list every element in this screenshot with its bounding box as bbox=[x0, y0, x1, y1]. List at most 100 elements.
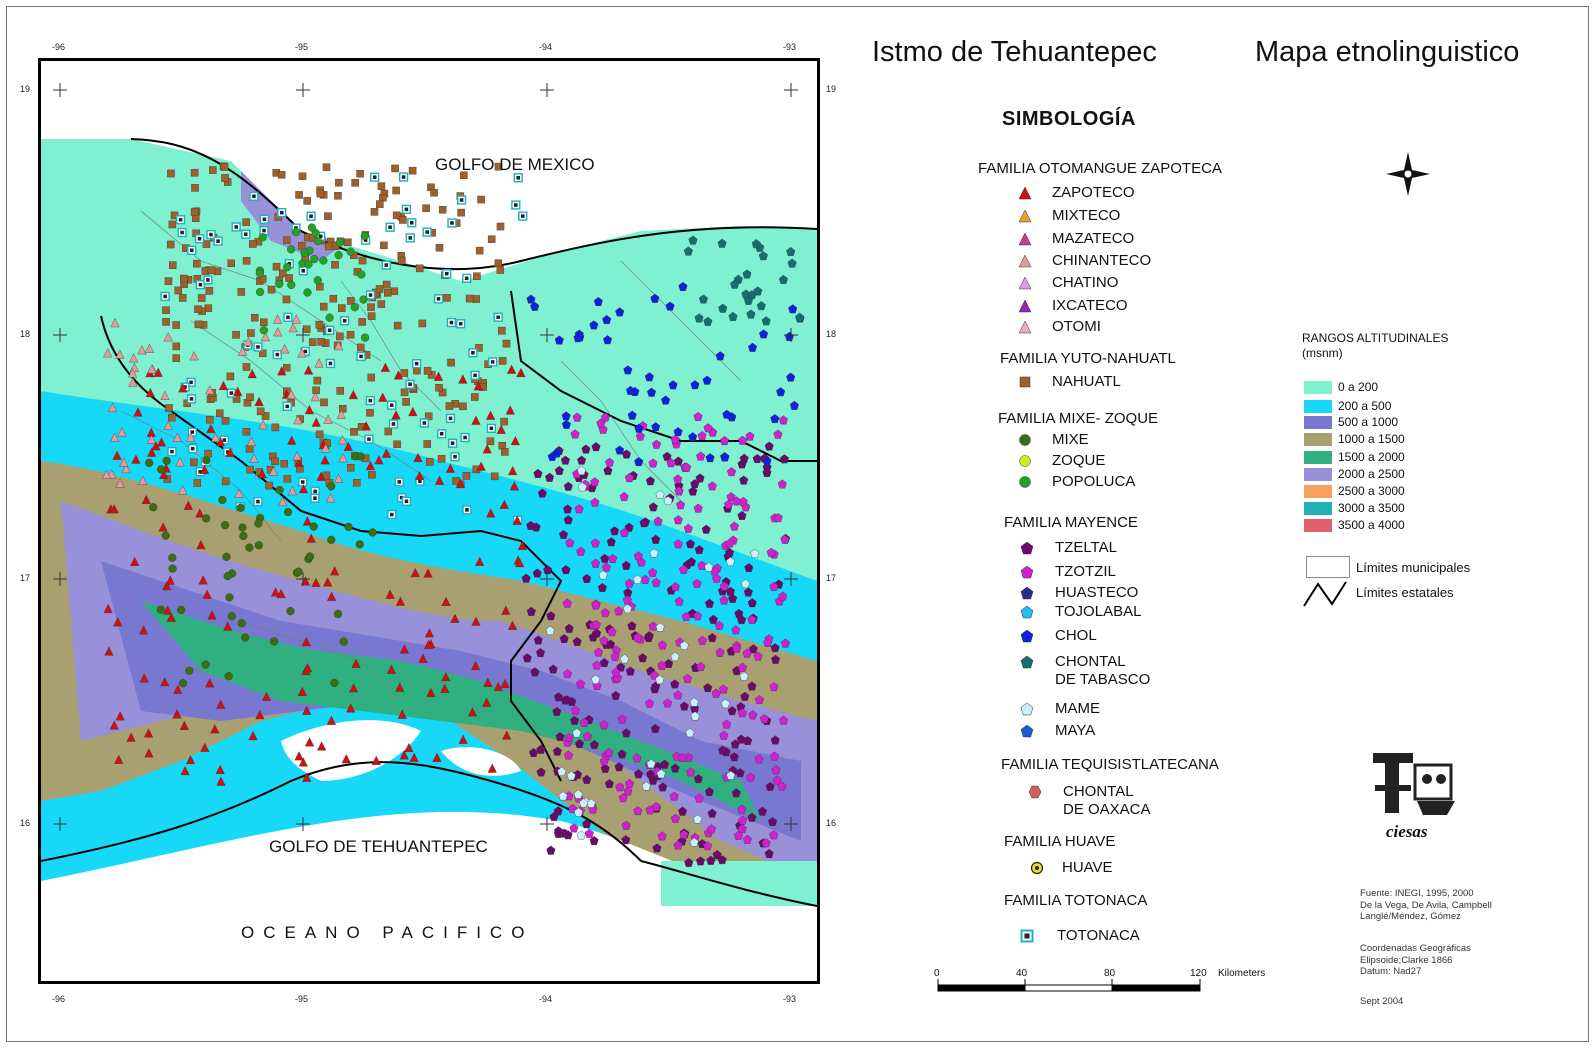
map-language-marker bbox=[216, 409, 224, 418]
map-language-marker bbox=[283, 236, 291, 244]
map-language-marker bbox=[748, 342, 758, 352]
map-language-marker bbox=[379, 194, 387, 202]
map-language-marker bbox=[630, 386, 640, 396]
map-language-marker bbox=[776, 387, 786, 397]
map-language-marker bbox=[399, 750, 409, 760]
map-language-marker bbox=[145, 387, 155, 398]
map-language-marker bbox=[327, 482, 336, 491]
map-language-marker bbox=[558, 791, 568, 801]
altitude-range-label: 2500 a 3000 bbox=[1338, 484, 1405, 498]
map-language-marker bbox=[336, 409, 346, 419]
map-language-marker bbox=[632, 753, 642, 763]
map-language-marker bbox=[651, 422, 661, 432]
map-language-marker bbox=[398, 172, 409, 182]
map-language-marker bbox=[610, 526, 620, 536]
map-language-marker bbox=[533, 635, 543, 645]
map-language-marker bbox=[605, 457, 615, 467]
map-canvas[interactable] bbox=[41, 61, 817, 981]
map-language-marker bbox=[734, 608, 744, 618]
map-language-marker bbox=[536, 744, 546, 754]
map-language-marker bbox=[638, 653, 648, 663]
map-language-marker bbox=[138, 475, 148, 485]
map-language-marker bbox=[144, 748, 154, 758]
map-language-marker bbox=[625, 666, 635, 676]
map-language-marker bbox=[779, 454, 789, 464]
legend-language-label: ZOQUE bbox=[1052, 452, 1106, 469]
map-language-marker bbox=[202, 456, 211, 465]
map-language-marker bbox=[621, 835, 631, 845]
map-language-marker bbox=[391, 410, 401, 420]
map-language-marker bbox=[241, 229, 251, 239]
map-language-marker bbox=[615, 307, 625, 317]
map-language-marker bbox=[786, 247, 796, 256]
map-language-marker bbox=[500, 417, 508, 426]
map-language-marker bbox=[423, 639, 434, 650]
map-language-marker bbox=[338, 453, 348, 463]
map-language-marker bbox=[380, 362, 390, 372]
map-language-marker bbox=[317, 741, 327, 751]
map-language-marker bbox=[727, 412, 737, 422]
map-language-marker bbox=[246, 436, 257, 446]
map-language-marker bbox=[435, 384, 443, 392]
map-language-marker bbox=[357, 343, 365, 352]
triangle-marker-icon bbox=[1018, 232, 1032, 246]
map-language-marker bbox=[707, 481, 717, 491]
map-language-marker bbox=[109, 504, 119, 514]
map-language-marker bbox=[393, 321, 402, 330]
ring-marker-icon bbox=[1030, 861, 1044, 875]
triangle-marker-icon bbox=[1018, 186, 1032, 200]
map-language-marker bbox=[253, 496, 263, 507]
map-language-marker bbox=[424, 628, 435, 638]
map-language-marker bbox=[366, 408, 374, 417]
map-language-marker bbox=[298, 266, 308, 276]
map-language-marker bbox=[547, 452, 557, 461]
map-language-marker bbox=[172, 432, 182, 442]
map-language-marker bbox=[365, 460, 376, 471]
map-language-marker bbox=[115, 349, 125, 359]
state-limit-swatch bbox=[1303, 581, 1347, 607]
map-language-marker bbox=[172, 354, 181, 362]
map-language-marker bbox=[302, 705, 312, 715]
map-language-marker bbox=[278, 496, 288, 507]
map-language-marker bbox=[617, 714, 627, 724]
map-subtitle: Mapa etnolinguistico bbox=[1255, 36, 1520, 68]
map-language-marker bbox=[437, 454, 446, 463]
map-language-marker bbox=[202, 589, 212, 599]
map-language-marker bbox=[730, 279, 740, 289]
map-language-marker bbox=[692, 578, 702, 588]
map-language-marker bbox=[768, 817, 778, 827]
altitude-swatch bbox=[1304, 381, 1332, 395]
map-language-marker bbox=[770, 735, 780, 745]
map-language-marker bbox=[589, 320, 599, 330]
map-language-marker bbox=[193, 259, 201, 268]
map-language-marker bbox=[225, 447, 235, 457]
map-language-marker bbox=[330, 566, 340, 576]
legend-language-label: MAME bbox=[1055, 700, 1100, 717]
source-text: Fuente: INEGI, 1995, 2000 De la Vega, De… bbox=[1360, 888, 1492, 922]
map-language-marker bbox=[562, 598, 572, 608]
map-language-marker bbox=[304, 737, 315, 747]
right-tick-label: 19 bbox=[826, 84, 837, 94]
legend-language-label: TOTONACA bbox=[1057, 927, 1140, 944]
map-language-marker bbox=[344, 522, 353, 531]
map-language-marker bbox=[529, 747, 539, 757]
map-language-marker bbox=[747, 812, 757, 822]
map-language-marker bbox=[335, 238, 345, 247]
map-language-marker bbox=[644, 632, 654, 642]
map-language-marker bbox=[255, 269, 264, 278]
map-language-marker bbox=[166, 612, 176, 622]
map-language-marker bbox=[216, 776, 226, 786]
map-language-marker bbox=[216, 699, 226, 709]
map-language-marker bbox=[532, 568, 542, 578]
map-language-marker bbox=[770, 414, 780, 424]
map-language-marker bbox=[703, 423, 713, 433]
map-language-marker bbox=[460, 432, 470, 443]
map-language-marker bbox=[377, 300, 386, 308]
map-panel[interactable]: GOLFO DE MEXICO GOLFO DE TEHUANTEPEC OCE… bbox=[38, 58, 820, 984]
map-language-marker bbox=[526, 520, 536, 530]
legend-language-label: HUAVE bbox=[1062, 859, 1113, 876]
map-language-marker bbox=[655, 622, 665, 632]
scale-tick-120: 120 bbox=[1190, 968, 1207, 979]
map-language-marker bbox=[358, 256, 367, 265]
map-language-marker bbox=[292, 451, 302, 461]
